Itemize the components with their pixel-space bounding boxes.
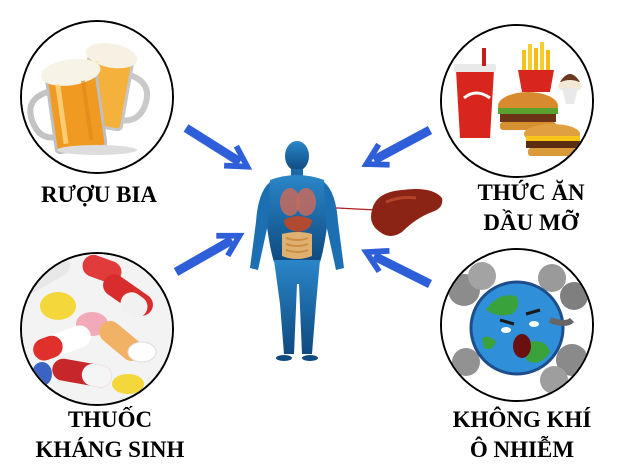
human-body-icon	[250, 141, 344, 361]
fatty-food-label-line2: DẦU MỠ	[483, 210, 579, 235]
beer-mugs-icon	[22, 22, 172, 172]
arrow-top-right	[361, 126, 433, 168]
antibiotics-label: THUỐC KHÁNG SINH	[20, 405, 200, 465]
antibiotics-label-line2: KHÁNG SINH	[35, 437, 185, 462]
alcohol-label-text: RƯỢU BIA	[40, 182, 158, 207]
fatty-food-label: THỨC ĂN DẦU MỠ	[456, 178, 606, 238]
air-pollution-circle	[440, 248, 594, 402]
air-pollution-label-line2: Ô NHIỄM	[469, 437, 575, 462]
arrow-bottom-right	[361, 247, 433, 289]
antibiotics-label-line1: THUỐC	[67, 407, 153, 432]
fast-food-icon	[442, 26, 592, 176]
liver-icon	[371, 189, 443, 236]
fatty-food-circle	[440, 24, 594, 178]
polluted-earth-icon	[442, 250, 592, 400]
alcohol-circle	[20, 20, 174, 174]
air-pollution-label-line1: KHÔNG KHÍ	[452, 407, 592, 432]
fatty-food-label-line1: THỨC ĂN	[477, 180, 585, 205]
antibiotics-circle	[20, 252, 174, 406]
alcohol-label: RƯỢU BIA	[24, 180, 174, 210]
arrow-bottom-left	[173, 232, 245, 276]
air-pollution-label: KHÔNG KHÍ Ô NHIỄM	[432, 405, 612, 465]
pills-icon	[22, 254, 172, 404]
